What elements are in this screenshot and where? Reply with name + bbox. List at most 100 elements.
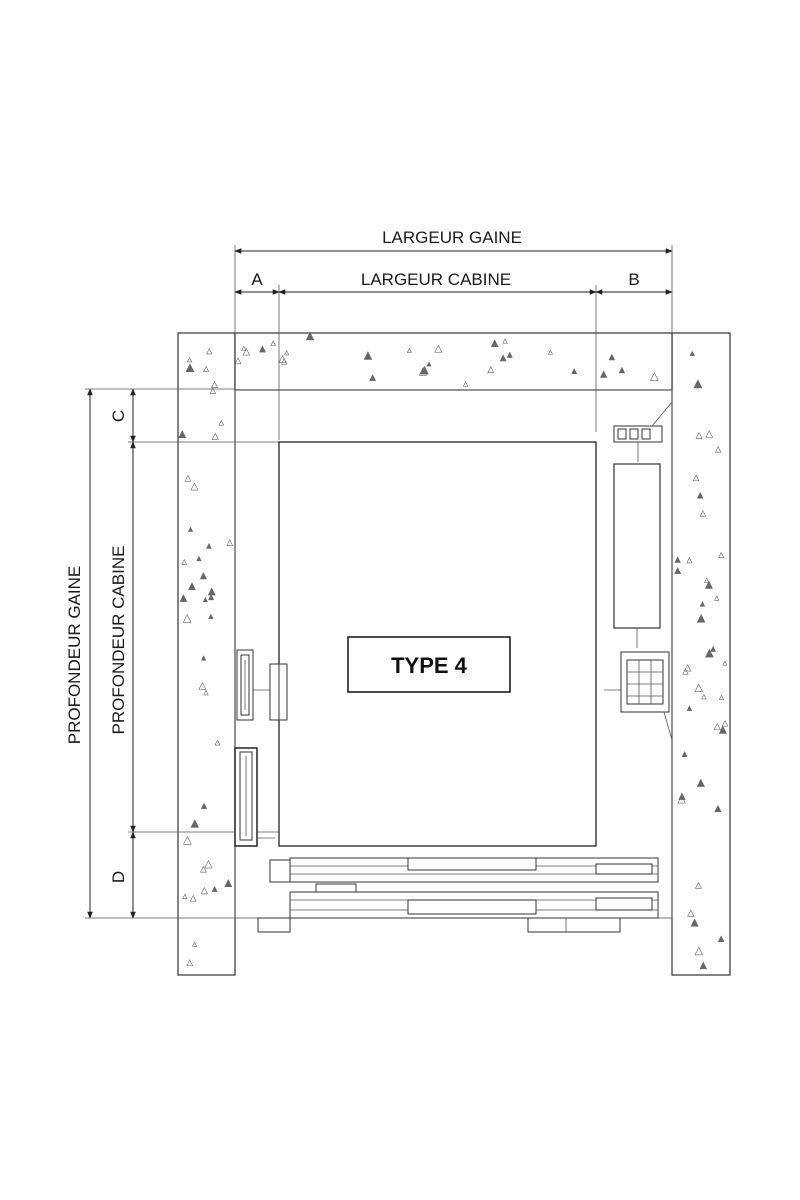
concrete-speck: [189, 894, 197, 902]
concrete-speck: [718, 725, 727, 734]
concrete-speck: [224, 879, 233, 888]
concrete-speck: [179, 594, 188, 602]
concrete-speck: [699, 510, 707, 517]
concrete-speck: [369, 374, 377, 381]
left-guide-rail: [236, 649, 288, 721]
profondeur-gaine-label: PROFONDEUR GAINE: [65, 566, 84, 745]
labels: LARGEUR GAINE A LARGEUR CABINE B C PROFO…: [65, 228, 640, 883]
largeur-cabine-label: LARGEUR CABINE: [361, 270, 511, 289]
concrete-speck: [207, 587, 216, 596]
concrete-speck: [674, 556, 681, 563]
concrete-speck: [704, 577, 710, 583]
concrete-speck: [717, 935, 725, 942]
c-label: C: [109, 410, 128, 422]
concrete-speck: [181, 559, 188, 565]
concrete-speck: [681, 751, 688, 757]
concrete-speck: [682, 668, 689, 675]
concrete-speck: [618, 366, 626, 374]
landing-doors: [257, 857, 659, 933]
concrete-speck: [687, 909, 695, 917]
concrete-speck: [692, 474, 700, 482]
concrete-speck: [695, 431, 703, 439]
b-label: B: [628, 270, 639, 289]
concrete-speck: [722, 660, 728, 666]
concrete-speck: [270, 340, 276, 346]
concrete-speck: [710, 645, 717, 652]
concrete-speck: [234, 357, 242, 365]
right-wall: [671, 332, 731, 976]
concrete-speck: [258, 345, 266, 353]
concrete-speck: [608, 353, 616, 361]
d-label: D: [109, 871, 128, 883]
concrete-speck: [571, 368, 578, 375]
type-box: [347, 636, 511, 693]
concrete-speck: [426, 361, 432, 367]
largeur-gaine-label: LARGEUR GAINE: [382, 228, 522, 247]
concrete-speck: [704, 580, 713, 589]
concrete-speck: [502, 338, 508, 344]
concrete-speck: [490, 339, 499, 347]
right-equipment: [604, 401, 673, 741]
concrete-speck: [218, 419, 225, 426]
concrete-speck: [705, 429, 714, 438]
concrete-speck: [182, 893, 188, 899]
concrete-speck: [686, 705, 693, 711]
concrete-speck: [186, 959, 194, 967]
concrete-speck: [203, 689, 209, 696]
concrete-speck: [211, 381, 219, 389]
profondeur-cabine-label: PROFONDEUR CABINE: [109, 546, 128, 735]
concrete-speck: [209, 387, 217, 395]
concrete-speck: [696, 778, 705, 787]
concrete-speck: [649, 372, 659, 381]
concrete-speck: [718, 694, 725, 700]
concrete-speck: [198, 681, 207, 690]
concrete-speck: [699, 961, 708, 970]
concrete-speck: [406, 347, 412, 353]
concrete-speck: [242, 347, 251, 356]
left-counterweight: [234, 747, 275, 847]
concrete-speck: [678, 792, 686, 800]
concrete-speck: [190, 819, 199, 828]
concrete-speck: [419, 365, 429, 375]
concrete-speck: [674, 567, 682, 574]
concrete-speck: [683, 664, 692, 672]
dimensions: [85, 245, 673, 919]
concrete-speck: [199, 865, 207, 873]
concrete-speck: [200, 886, 208, 895]
concrete-speck: [506, 351, 513, 358]
concrete-speck: [208, 613, 214, 620]
concrete-speck: [689, 350, 695, 356]
concrete-speck: [183, 836, 192, 845]
concrete-speck: [206, 543, 212, 549]
concrete-speck: [714, 446, 722, 453]
concrete-speck: [694, 683, 704, 693]
back-wall: [234, 332, 673, 391]
concrete-speck: [718, 551, 725, 558]
concrete-speck: [211, 432, 219, 440]
concrete-speck: [204, 859, 213, 869]
concrete-speck: [182, 613, 192, 623]
concrete-speck: [190, 482, 199, 491]
concrete-speck: [600, 370, 608, 378]
concrete-speck: [713, 722, 721, 731]
concrete-speck: [695, 881, 702, 889]
concrete-speck: [547, 349, 553, 355]
concrete-speck: [418, 367, 427, 376]
concrete-speck: [186, 356, 193, 363]
concrete-speck: [499, 354, 507, 362]
concrete-speck: [699, 601, 706, 607]
concrete-speck: [462, 381, 469, 387]
concrete-speck: [283, 349, 290, 356]
concrete-speck: [206, 348, 213, 355]
shaft-walls: [177, 332, 731, 976]
concrete-speck: [278, 354, 287, 363]
concrete-speck: [208, 594, 215, 601]
concrete-speck: [200, 802, 208, 809]
concrete-speck: [192, 941, 198, 947]
concrete-speck: [696, 613, 706, 623]
concrete-speck: [487, 366, 495, 373]
concrete-speck: [226, 539, 234, 546]
type-label: TYPE 4: [391, 653, 468, 678]
